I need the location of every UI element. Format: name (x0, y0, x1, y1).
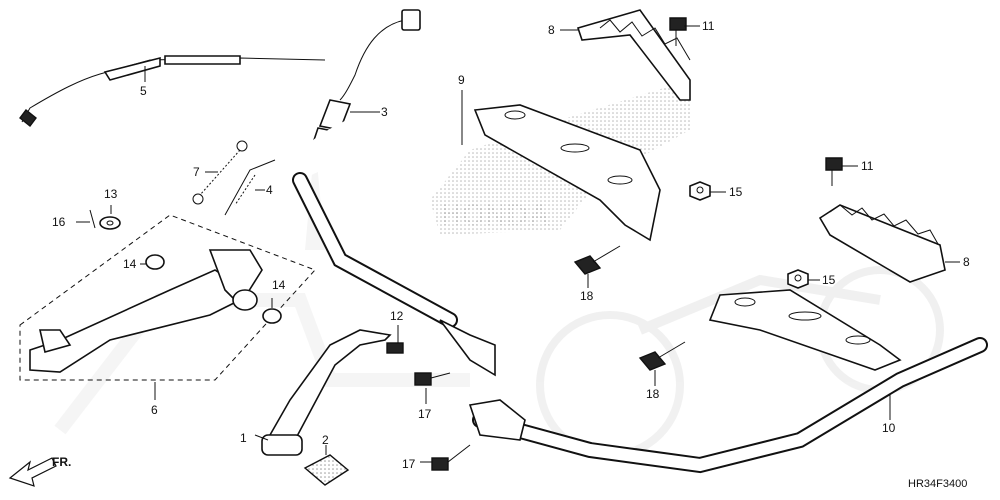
callout-17-top: 17 (418, 407, 432, 421)
callout-18-top: 18 (580, 289, 594, 303)
callout-2: 2 (322, 433, 329, 447)
callout-17-bottom: 17 (402, 457, 416, 471)
nut-part-15-right (787, 269, 809, 289)
nut-part-15-top (689, 181, 711, 201)
pipe-part-10 (468, 289, 988, 474)
callout-14-right: 14 (272, 278, 286, 292)
callout-11-right: 11 (861, 159, 874, 173)
callout-13: 13 (104, 187, 118, 201)
bolt-part-11-right (825, 157, 843, 186)
footpeg-part-8-top (576, 9, 691, 101)
callout-8-right: 8 (963, 255, 970, 269)
callout-3: 3 (381, 105, 388, 119)
pipe-part-9 (292, 54, 661, 377)
pedal-part-6 (19, 214, 316, 381)
pin-part-16 (89, 209, 96, 229)
rubber-part-2 (303, 454, 350, 486)
cable-part-5 (19, 55, 326, 127)
callout-8-top: 8 (548, 23, 555, 37)
callout-4: 4 (266, 183, 273, 197)
washer-part-13 (99, 216, 121, 230)
spring-part-4 (224, 159, 276, 216)
arrow-icon (8, 457, 57, 487)
callout-14-left: 14 (123, 257, 137, 271)
callout-11-top: 11 (702, 19, 715, 33)
direction-label: FR. (52, 455, 71, 469)
watermark-text: HONDA (440, 199, 550, 232)
callout-16: 16 (52, 215, 66, 229)
front-direction-indicator: FR. (8, 455, 71, 487)
diagram-code: HR34F3400 (908, 478, 967, 490)
callout-15-top: 15 (729, 185, 743, 199)
spring-part-7 (192, 140, 248, 205)
bolt-part-11-top (669, 17, 687, 46)
callout-6: 6 (151, 403, 158, 417)
callout-9: 9 (458, 73, 465, 87)
bolt-part-17-top (414, 372, 451, 386)
callout-labels: 1 2 3 4 5 6 7 8 8 9 10 11 11 12 13 14 14… (52, 19, 970, 471)
callout-10: 10 (882, 421, 896, 435)
pedal-part-1 (261, 329, 392, 456)
callout-18-right: 18 (646, 387, 660, 401)
bolt-part-18-right (638, 341, 686, 371)
bolt-part-17-bottom (431, 444, 471, 471)
bolt-part-12 (386, 342, 404, 354)
callout-15-right: 15 (822, 273, 836, 287)
bolt-part-18-top (573, 245, 621, 275)
callout-12: 12 (390, 309, 404, 323)
leader-lines (76, 25, 960, 463)
footpeg-part-8-right (818, 204, 946, 283)
callout-7: 7 (193, 165, 200, 179)
callout-5: 5 (140, 84, 147, 98)
callout-1: 1 (240, 431, 247, 445)
